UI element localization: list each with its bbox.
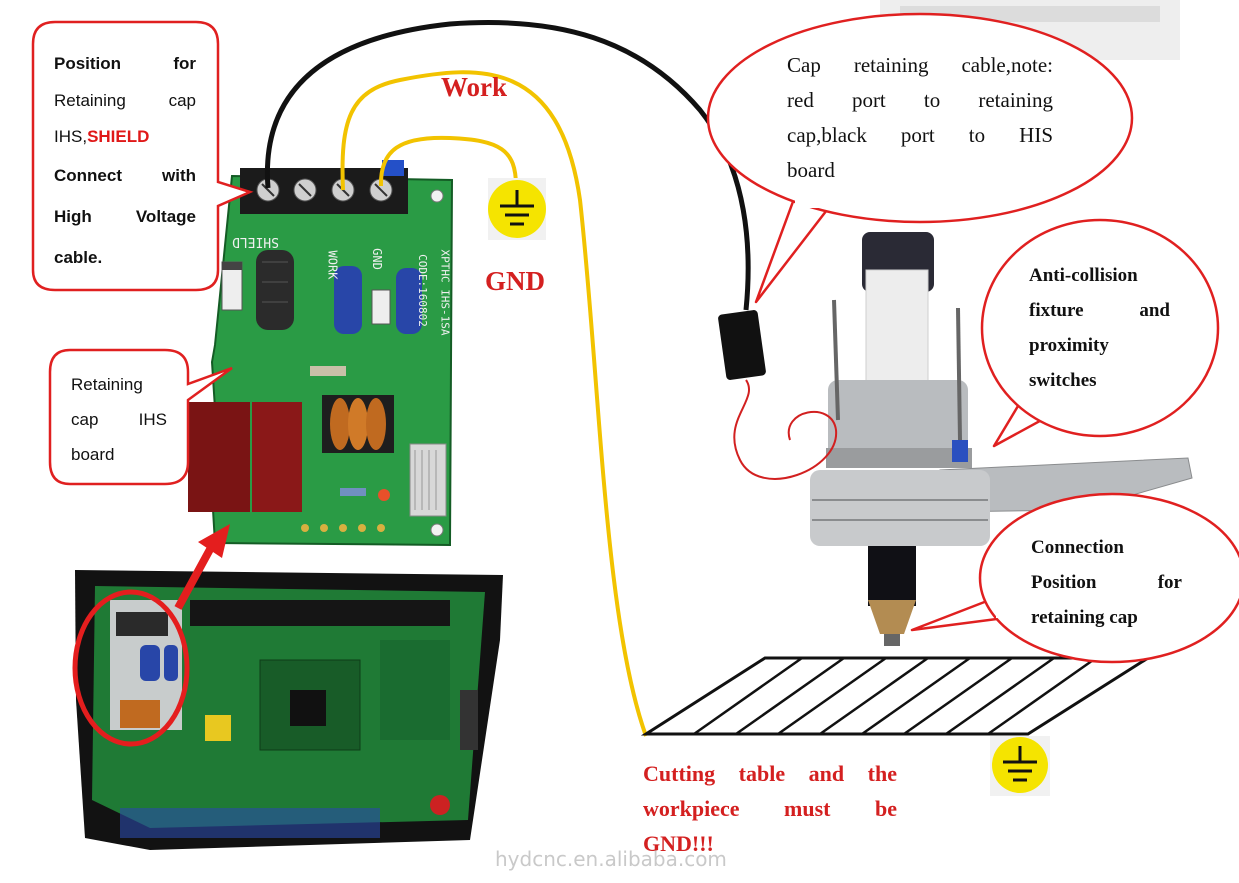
shield-line-4: Connect with [54, 166, 196, 186]
shield-line-2: Retaining cap [54, 90, 196, 110]
conn-line-2: Position for [1031, 571, 1182, 593]
red-arrow [174, 524, 230, 610]
cap-line-2: red port to retaining [787, 87, 1053, 112]
cap-line-4: board [787, 157, 835, 182]
shield-cable [264, 20, 751, 311]
cap-line-1: Cap retaining cable,note: [787, 53, 1053, 77]
ihs-board-callout-text: Retaining cap IHS board [71, 368, 167, 473]
warning-line-3: GND!!! [643, 831, 714, 857]
conn-line-1: Connection [1031, 537, 1124, 558]
callout-connection-bubble [910, 492, 1239, 664]
anti-collision-callout-text: Anti-collision fixture and proximity swi… [1029, 259, 1170, 399]
shield-line-3: IHS,SHIELD [54, 119, 196, 156]
silkscreen-work: WORK [325, 250, 340, 280]
callout-anti-collision-bubble [980, 218, 1220, 448]
warning-text: Cutting table and the workpiece must be … [643, 756, 897, 862]
watermark: hydcnc.en.alibaba.com [495, 847, 727, 871]
anti-line-3: proximity [1029, 334, 1109, 356]
ihs-pcb-board [188, 160, 454, 547]
cutting-table [640, 656, 1154, 736]
silkscreen-shield: SHIELD [232, 234, 279, 249]
header-pins [301, 524, 385, 532]
ihs-line-3: board [71, 444, 115, 464]
shield-callout-text: Position for Retaining cap IHS,SHIELD Co… [54, 46, 196, 276]
shield-highlight: SHIELD [87, 127, 150, 147]
gnd-label: GND [485, 266, 545, 296]
ihs-line-1: Retaining [71, 375, 143, 394]
callout-ihs-board-bubble [48, 348, 233, 486]
work-label: Work [441, 72, 508, 102]
highlight-circle [72, 589, 190, 747]
ihs-line-2: cap IHS [71, 409, 167, 429]
anti-line-2: fixture and [1029, 299, 1170, 321]
work-cable [340, 70, 648, 737]
torch-assembly [718, 232, 1193, 646]
callout-cap-cable-bubble [706, 12, 1134, 304]
anti-line-1: Anti-collision [1029, 265, 1138, 286]
gnd-cable [378, 135, 518, 187]
shield-line-6: cable. [54, 247, 103, 267]
shield-line-1: Position for [54, 54, 196, 73]
warning-line-2: workpiece must be [643, 796, 897, 822]
cap-cable-callout-text: Cap retaining cable,note: red port to re… [787, 48, 1053, 187]
controller-box [72, 570, 503, 850]
ground-icon [990, 736, 1050, 796]
warning-line-1: Cutting table and the [643, 761, 897, 786]
silkscreen-gnd: GND [369, 248, 384, 270]
ground-icon [488, 178, 546, 240]
shield-line-3-prefix: IHS, [54, 127, 88, 147]
connection-callout-text: Connection Position for retaining cap [1031, 531, 1182, 636]
silkscreen-code: CODE:160802 [415, 254, 429, 327]
anti-line-4: switches [1029, 369, 1097, 391]
silkscreen-model: XPTHC IHS-1SA [438, 249, 452, 336]
shield-line-5: High Voltage [54, 206, 196, 226]
callout-shield-bubble [31, 20, 254, 292]
conn-line-3: retaining cap [1031, 606, 1138, 628]
cap-line-3: cap,black port to HIS [787, 122, 1053, 147]
